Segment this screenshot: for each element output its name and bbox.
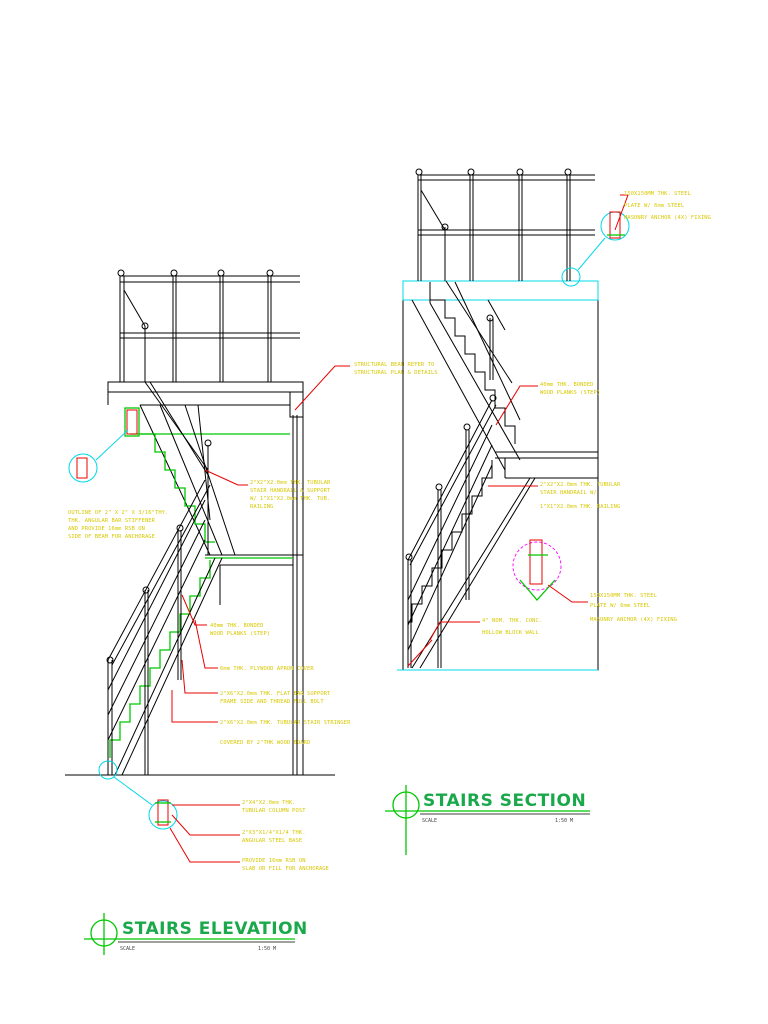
note-section-handrail-1: 2"X2"X2.0mm THK. TUBULAR — [540, 482, 621, 488]
note-chb-2: HOLLOW BLOCK WALL — [482, 630, 539, 636]
section-slab-highlight — [402, 280, 599, 301]
note-section-handrail-3: 1"X1"X2.0mm THK. RAILING — [540, 504, 620, 510]
note-angle-bar-4: SIDE OF BEAM FOR ANCHORAGE — [68, 534, 155, 540]
note-angular-2: ANGULAR STEEL BASE — [242, 838, 302, 844]
column-base-detail-callout — [98, 760, 178, 830]
section-scale-value: 1:50 M — [555, 818, 573, 824]
note-angular-1: 2"X3"X1/4"X1/4 THK. — [242, 830, 306, 836]
note-wood-plank-2: WOOD PLANKS (STEP) — [210, 631, 270, 637]
note-angle-bar-2: THK. ANGULAR BAR STIFFENER — [68, 518, 156, 524]
elevation-top-guardrail — [117, 269, 300, 382]
elevation-upper-flight — [139, 381, 236, 556]
note-section-wood-1: 40mm THK. BONDED — [540, 382, 594, 388]
note-wood-plank-1: 40mm THK. BONDED — [210, 623, 264, 629]
top-plate-detail-callout — [561, 211, 630, 287]
section-lower-flight — [405, 394, 536, 669]
stairs-elevation-view: STRUCTURAL BEAM REFER TO STRUCTURAL PLAN… — [65, 269, 438, 955]
note-column-1: 2"X4"X2.0mm THK. — [242, 800, 296, 806]
angle-bar-detail-callout — [68, 429, 129, 483]
note-section-handrail-2: STAIR HANDRAIL W/ — [540, 490, 597, 496]
note-stringer-1: 2"X6"X2.0mm THK. TUBULAR STAIR STRINGER — [220, 720, 351, 726]
note-apron: 6mm THK. PLYWOOD APRON COVER — [220, 666, 314, 672]
note-handrail-1: 2"X2"X2.0mm THK. TUBULAR — [250, 480, 331, 486]
note-plate-bottom-2: PLATE W/ 6mm STEEL — [590, 603, 650, 609]
note-angle-bar-1: OUTLINE OF 2" X 2" X 3/16"THY. — [68, 510, 168, 516]
section-top-guardrail — [415, 168, 595, 281]
stairs-section-view: 150X150MM THK. STEEL PLATE W/ 6mm STEEL … — [385, 168, 711, 855]
note-rsb-2: SLAB OR FILL FOR ANCHORAGE — [242, 866, 329, 872]
elevation-scale-value: 1:50 M — [258, 946, 276, 952]
note-beam-2: STRUCTURAL PLAN & DETAILS — [354, 370, 438, 376]
note-flat-bar-2: FRAME SIDE AND THREAD FULL BOLT — [220, 699, 324, 705]
note-plate-bottom-1: 150X150MM THK. STEEL — [590, 593, 657, 599]
note-plate-top-3: MASONRY ANCHOR (4X) FIXING — [624, 215, 711, 221]
note-handrail-2: STAIR HANDRAIL & SUPPORT — [250, 488, 331, 494]
section-title-block: STAIRS SECTION SCALE 1:50 M — [385, 785, 590, 855]
note-beam-1: STRUCTURAL BEAM REFER TO — [354, 362, 434, 368]
section-upper-flight — [411, 280, 521, 471]
section-title: STAIRS SECTION — [423, 791, 586, 811]
elevation-title-block: STAIRS ELEVATION SCALE 1:50 M — [84, 913, 308, 955]
note-plate-top-1: 150X150MM THK. STEEL — [624, 191, 691, 197]
note-stringer-2: COVERED BY 2"THK WOOD BOARD — [220, 740, 310, 746]
note-flat-bar-1: 2"X6"X2.0mm THK. FLAT BAR SUPPORT — [220, 691, 331, 697]
elevation-title: STAIRS ELEVATION — [122, 919, 308, 939]
landing-plate-detail-callout — [512, 539, 562, 601]
note-handrail-3: W/ 1"X1"X2.0mm THK. TUB. — [250, 496, 330, 502]
note-plate-bottom-3: MASONRY ANCHOR (4X) FIXING — [590, 617, 677, 623]
section-scale-label: SCALE — [422, 818, 437, 824]
elevation-landing-beam — [107, 381, 304, 393]
note-rsb-1: PROVIDE 16mm RSB ON — [242, 858, 306, 864]
note-column-2: TUBULAR COLUMN POST — [242, 808, 306, 814]
note-handrail-4: RAILING — [250, 504, 273, 510]
elevation-scale-label: SCALE — [120, 946, 135, 952]
note-angle-bar-3: AND PROVIDE 16mm RSB ON — [68, 526, 145, 532]
note-chb-1: 4" NOM. THK. CONC. — [482, 618, 542, 624]
elevation-lower-flight — [106, 479, 223, 776]
note-section-wood-2: WOOD PLANKS (STEP) — [540, 390, 600, 396]
note-plate-top-2: PLATE W/ 6mm STEEL — [624, 203, 684, 209]
